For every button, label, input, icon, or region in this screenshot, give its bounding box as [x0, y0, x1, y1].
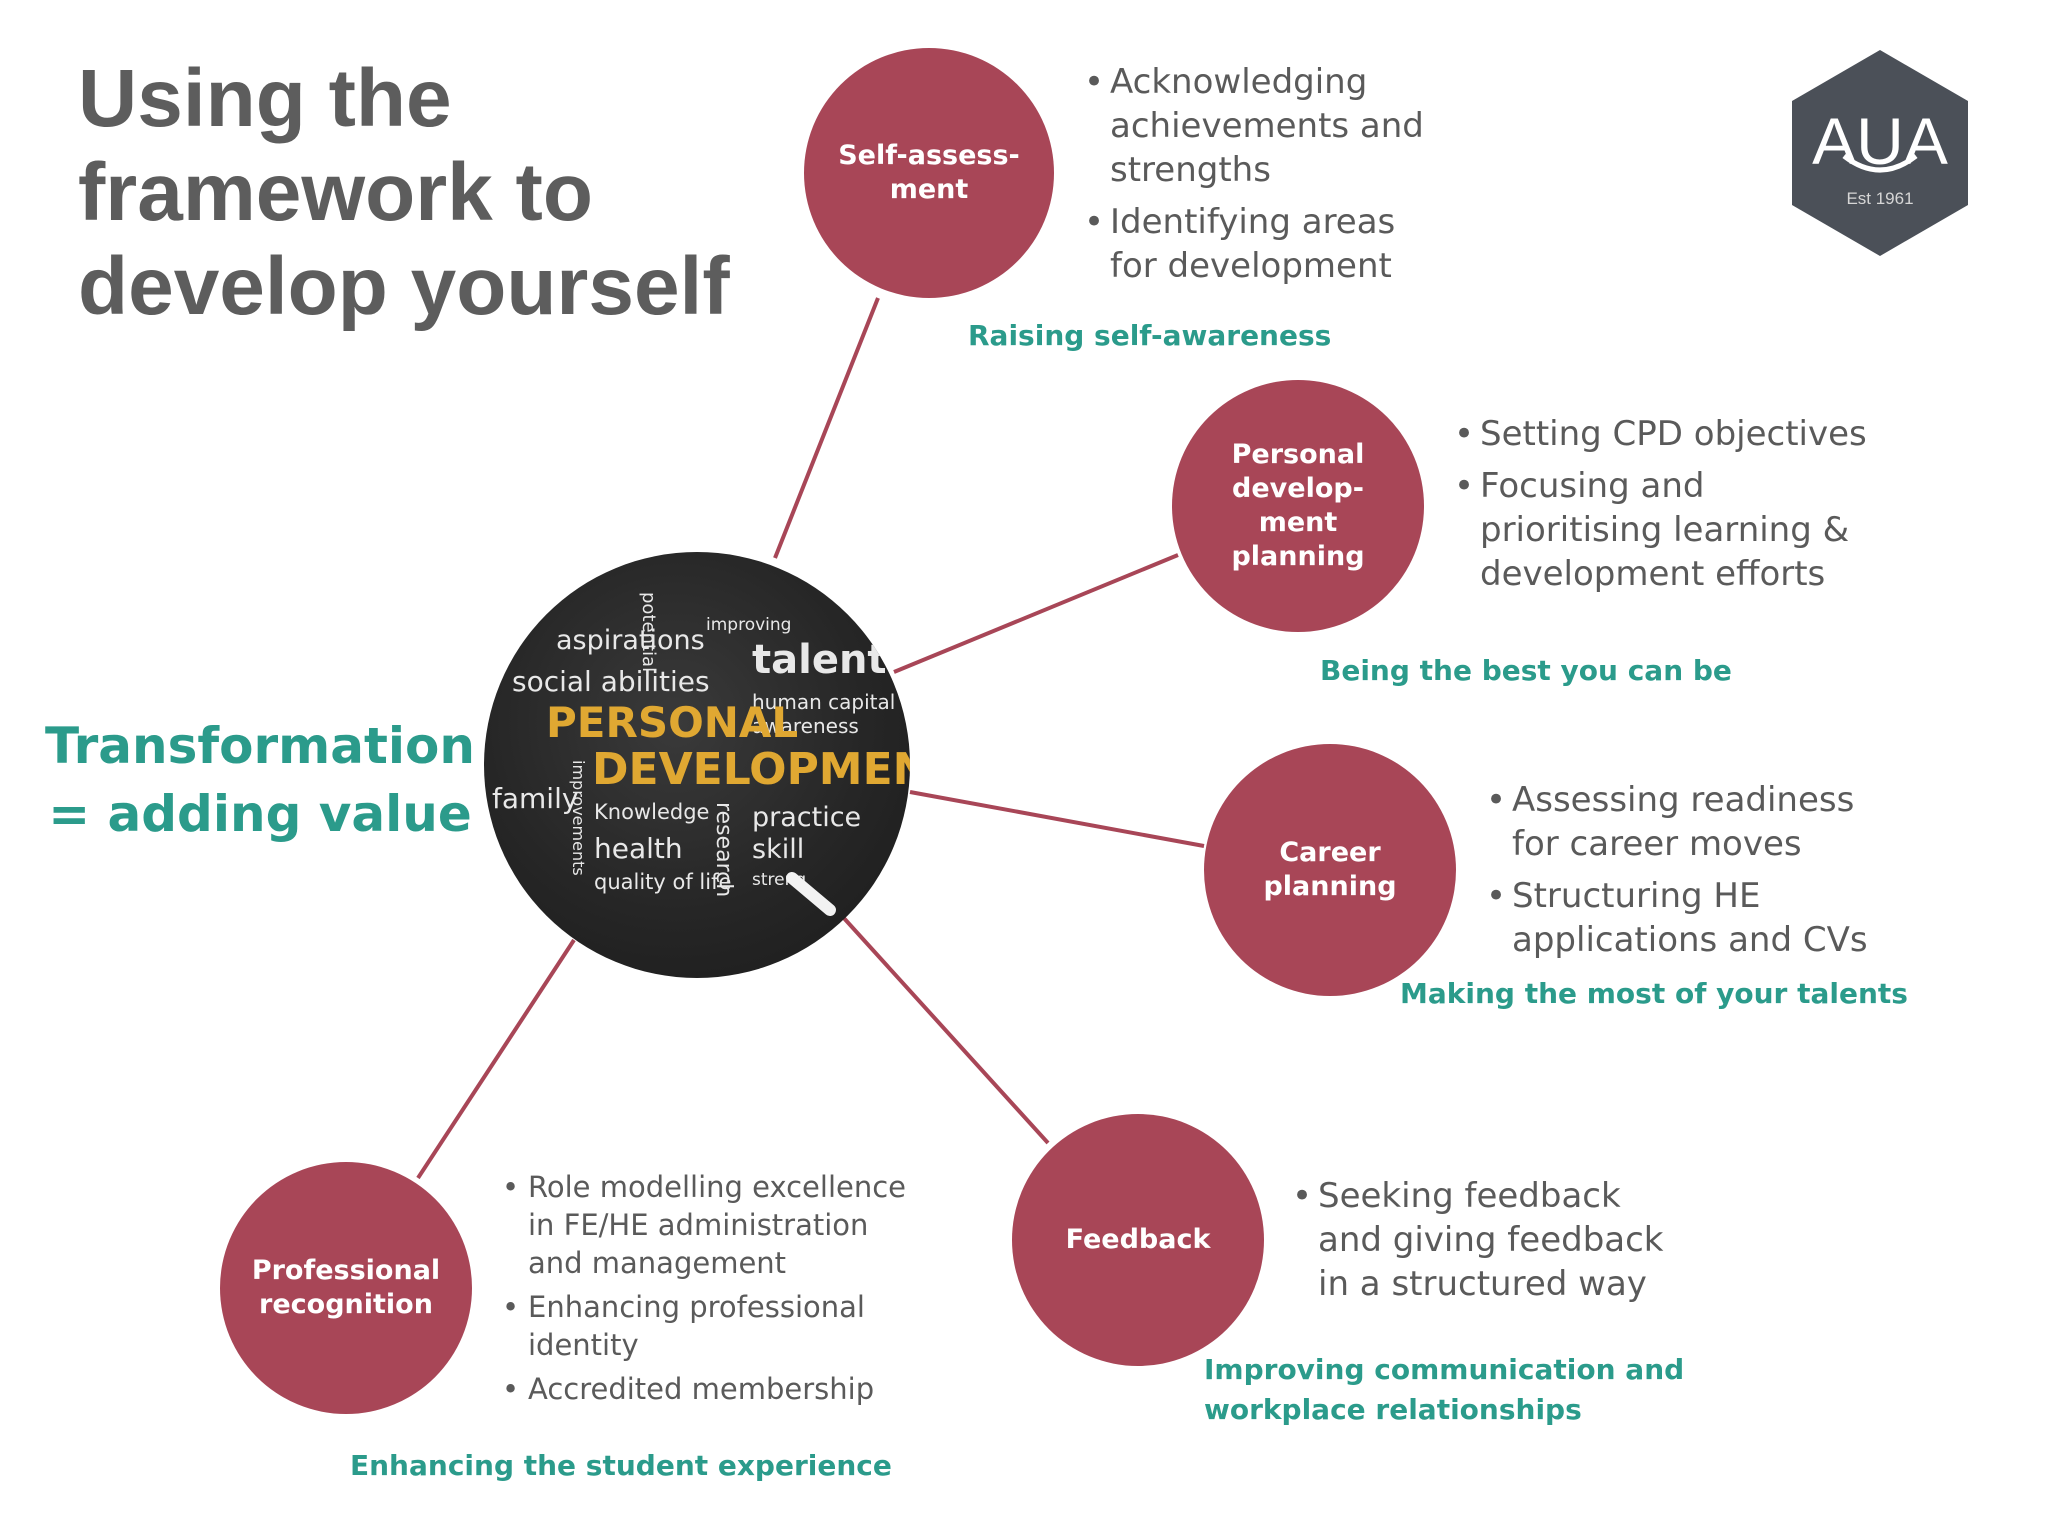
connector-self-assessment — [773, 297, 880, 559]
chalk-stick-icon — [786, 872, 836, 916]
hub-word: improving — [706, 615, 792, 635]
feedback-bullets: Seeking feedback and giving feedback in … — [1292, 1174, 1692, 1314]
transformation-line: = adding value — [48, 785, 472, 843]
pdp-bullets: Setting CPD objectives Focusing and prio… — [1454, 412, 1874, 604]
self-assessment-bullets: Acknowledging achievements and strengths… — [1084, 60, 1444, 296]
hub-title-line: PERSONAL — [546, 698, 799, 747]
hub-word: human capital — [752, 690, 896, 714]
hub-word: Knowledge — [594, 800, 710, 824]
page-title: Using the framework to develop yourself — [78, 52, 798, 334]
bullet-item: Identifying areas for development — [1084, 200, 1444, 288]
hub-word: health — [594, 832, 683, 865]
hub-word: skill — [752, 834, 805, 865]
bullet-item: Enhancing professional identity — [502, 1288, 932, 1364]
bullet-item: Assessing readiness for career moves — [1486, 778, 1886, 866]
pdp-label: Personal develop- ment planning — [1231, 439, 1365, 572]
hub-word: potential — [638, 592, 659, 673]
connector-recognition — [416, 938, 576, 1180]
connector-pdp — [893, 553, 1179, 674]
bullet-item: Seeking feedback and giving feedback in … — [1292, 1174, 1692, 1306]
recognition-label: Professional recognition — [251, 1255, 441, 1320]
hub-title-line: DEVELOPMENT — [592, 744, 910, 795]
logo-text: AUA — [1812, 104, 1948, 178]
connector-career — [909, 790, 1205, 848]
career-node: Career planning — [1204, 744, 1456, 996]
pdp-node: Personal develop- ment planning — [1172, 380, 1424, 632]
title-line: develop yourself — [78, 241, 730, 332]
recognition-caption: Enhancing the student experience — [350, 1449, 892, 1482]
hub-word: quality of life — [594, 870, 732, 894]
hub-word: practice — [752, 802, 862, 833]
self-assessment-node: Self-assess- ment — [804, 48, 1054, 298]
hub-word: awareness — [752, 714, 859, 738]
feedback-node: Feedback — [1012, 1114, 1264, 1366]
self-assessment-label: Self-assess- ment — [838, 140, 1020, 205]
bullet-item: Accredited membership — [502, 1370, 932, 1408]
transformation-label: Transformation = adding value — [40, 712, 480, 848]
hub-word: family — [492, 782, 579, 815]
bullet-item: Structuring HE applications and CVs — [1486, 874, 1886, 962]
personal-development-hub-image: aspirations social abilities potential i… — [484, 552, 910, 978]
bullet-item: Focusing and prioritising learning & dev… — [1454, 464, 1874, 596]
bullet-item: Acknowledging achievements and strengths — [1084, 60, 1444, 192]
connector-feedback — [840, 914, 1050, 1145]
recognition-bullets: Role modelling excellence in FE/HE admin… — [502, 1168, 932, 1414]
aua-logo: AUA Est 1961 — [1792, 50, 1968, 256]
title-line: Using the — [78, 53, 452, 144]
hub-word: improvements — [569, 760, 588, 876]
bullet-item: Setting CPD objectives — [1454, 412, 1874, 456]
pdp-caption: Being the best you can be — [1320, 654, 1732, 687]
career-caption: Making the most of your talents — [1400, 977, 1908, 1010]
transformation-line: Transformation — [45, 717, 475, 775]
recognition-node: Professional recognition — [220, 1162, 472, 1414]
title-line: framework to — [78, 147, 593, 238]
hub-word: talents — [752, 637, 910, 683]
career-bullets: Assessing readiness for career moves Str… — [1486, 778, 1886, 970]
hub-word: aspirations — [556, 625, 705, 656]
bullet-item: Role modelling excellence in FE/HE admin… — [502, 1168, 932, 1282]
logo-subtext: Est 1961 — [1846, 189, 1913, 208]
feedback-caption: Improving communication and workplace re… — [1204, 1353, 1685, 1426]
hub-word: social abilities — [512, 665, 710, 698]
feedback-label: Feedback — [1065, 1224, 1211, 1255]
hub-word: research — [711, 802, 736, 898]
career-label: Career planning — [1263, 837, 1397, 902]
self-assessment-caption: Raising self-awareness — [968, 319, 1332, 352]
